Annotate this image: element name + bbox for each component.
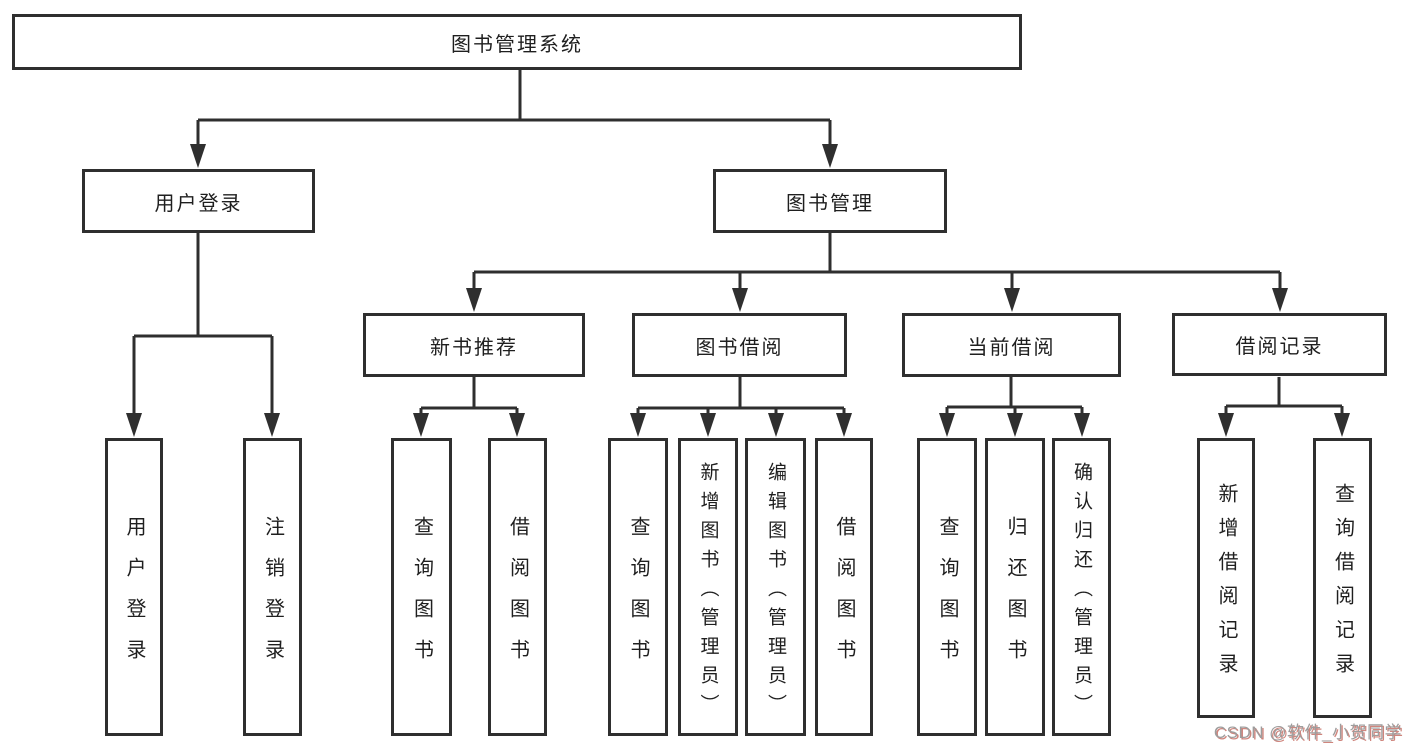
leaf-query-books: 查询图书	[917, 438, 977, 736]
arrowhead-icon	[126, 413, 142, 437]
leaf-label: 借阅图书	[506, 515, 529, 680]
leaf-label: 查询图书	[627, 515, 649, 680]
node-new-book-recommend: 新书推荐	[363, 313, 585, 377]
leaf-label: 注销登录	[261, 515, 284, 680]
leaf-confirm-return-admin: 确认归还（管理员）	[1052, 438, 1111, 736]
arrowhead-icon	[1007, 413, 1023, 437]
arrowhead-icon	[509, 413, 525, 437]
arrowhead-icon	[630, 413, 646, 437]
leaf-label: 归还图书	[1004, 515, 1026, 680]
arrowhead-icon	[190, 144, 206, 168]
arrowhead-icon	[1218, 413, 1234, 437]
arrowhead-icon	[836, 413, 852, 437]
leaf-borrow-books: 借阅图书	[488, 438, 547, 736]
leaf-label: 确认归还（管理员）	[1071, 461, 1092, 723]
leaf-label: 用户登录	[123, 515, 145, 680]
node-label: 用户登录	[154, 192, 243, 215]
node-book-borrow: 图书借阅	[632, 313, 847, 377]
leaf-user-login: 用户登录	[105, 438, 163, 736]
leaf-edit-books-admin: 编辑图书（管理员）	[745, 438, 806, 736]
leaf-add-borrow-record: 新增借阅记录	[1197, 438, 1255, 718]
node-label: 图书管理系统	[451, 33, 583, 56]
node-label: 当前借阅	[967, 336, 1056, 359]
arrowhead-icon	[768, 413, 784, 437]
arrowhead-icon	[732, 288, 748, 312]
arrowhead-icon	[413, 413, 429, 437]
node-library-system: 图书管理系统	[12, 14, 1022, 70]
node-current-borrow: 当前借阅	[902, 313, 1121, 377]
arrowhead-icon	[466, 288, 482, 312]
leaf-label: 查询借阅记录	[1331, 483, 1354, 687]
node-borrow-records: 借阅记录	[1172, 313, 1387, 376]
leaf-label: 编辑图书（管理员）	[765, 461, 786, 723]
leaf-query-books: 查询图书	[608, 438, 668, 736]
node-label: 图书借阅	[695, 336, 784, 359]
node-book-management: 图书管理	[713, 169, 947, 233]
leaf-logout: 注销登录	[243, 438, 302, 736]
node-label: 借阅记录	[1235, 336, 1324, 358]
arrowhead-icon	[939, 413, 955, 437]
arrowhead-icon	[822, 144, 838, 168]
connector-path	[132, 70, 1344, 417]
node-label: 图书管理	[786, 192, 874, 215]
leaf-label: 新增借阅记录	[1215, 483, 1237, 687]
leaf-label: 借阅图书	[833, 515, 855, 680]
leaf-query-borrow-record: 查询借阅记录	[1313, 438, 1372, 718]
node-user-login: 用户登录	[82, 169, 315, 233]
arrowhead-icon	[700, 413, 716, 437]
arrowhead-icon	[1004, 288, 1020, 312]
leaf-return-books: 归还图书	[985, 438, 1045, 736]
arrowhead-icon	[1272, 288, 1288, 312]
leaf-borrow-books: 借阅图书	[815, 438, 873, 736]
node-label: 新书推荐	[430, 336, 518, 359]
arrowhead-icon	[1074, 413, 1090, 437]
watermark: CSDN @软件_小贺同学	[1213, 723, 1402, 742]
arrowhead-icon	[1334, 413, 1350, 437]
leaf-label: 查询图书	[410, 515, 433, 680]
leaf-label: 新增图书（管理员）	[697, 461, 719, 723]
leaf-add-books-admin: 新增图书（管理员）	[678, 438, 738, 736]
leaf-query-books: 查询图书	[391, 438, 452, 736]
leaf-label: 查询图书	[936, 515, 958, 680]
arrowhead-icon	[264, 413, 280, 437]
